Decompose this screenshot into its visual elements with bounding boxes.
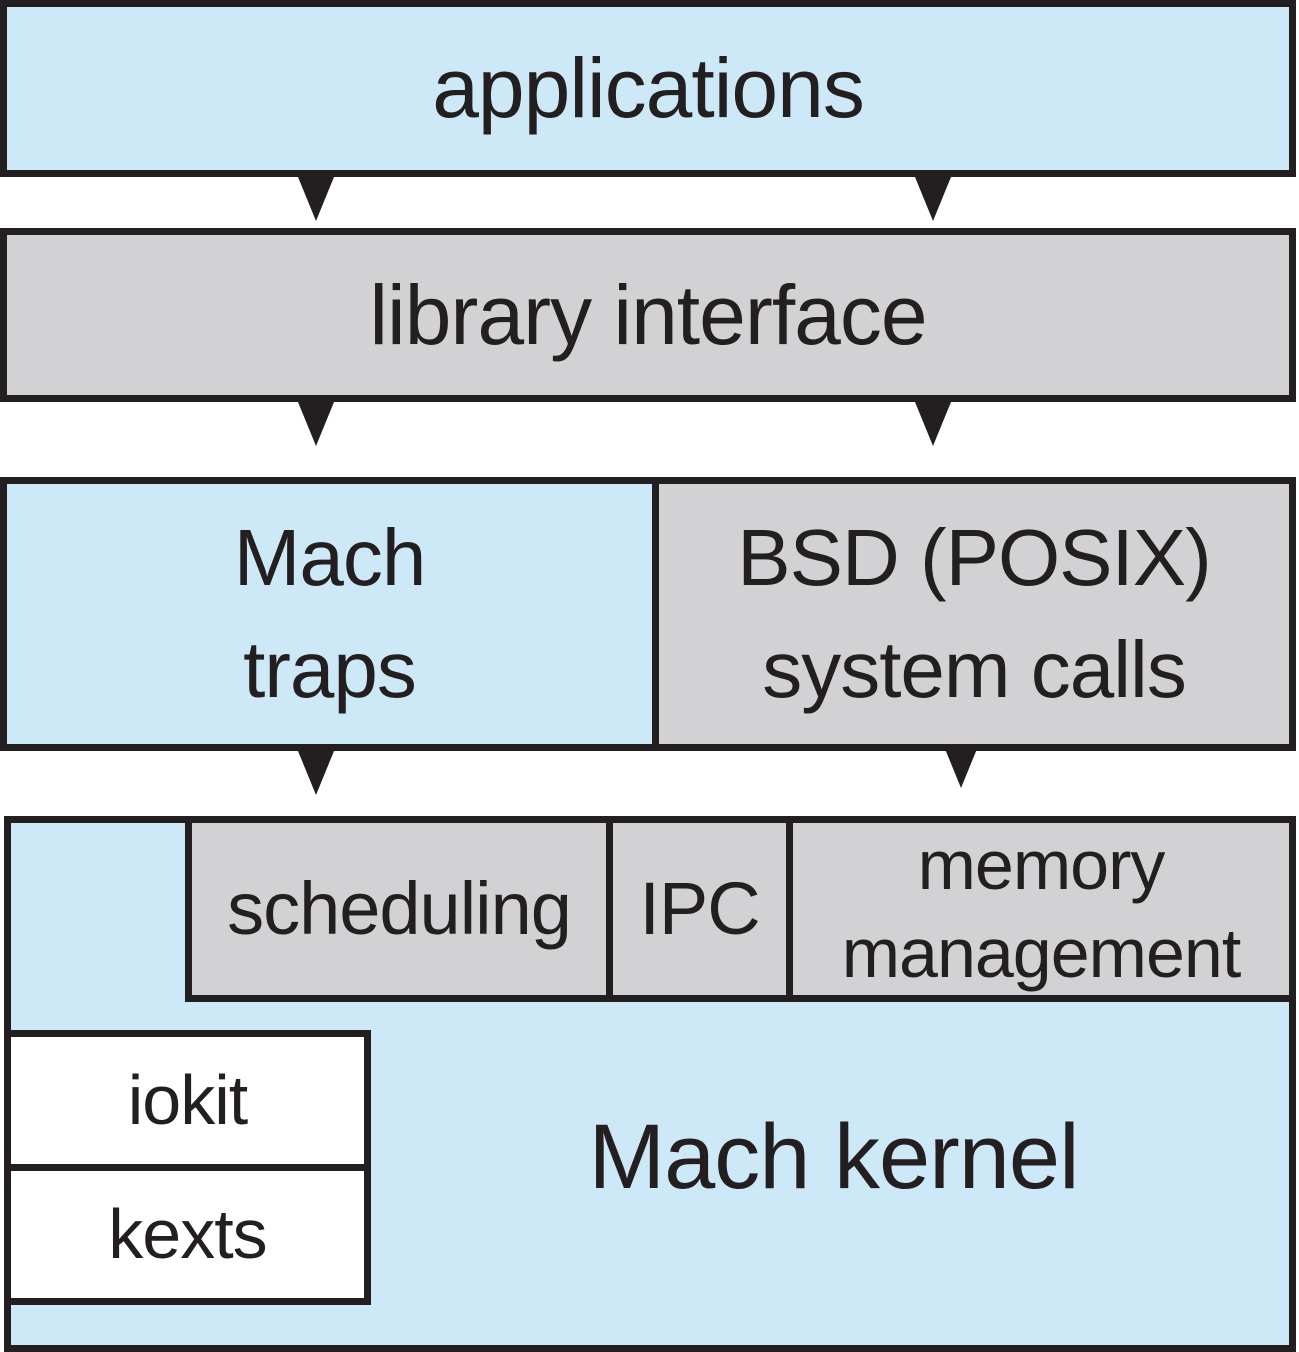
scheduling-box: scheduling [185, 816, 613, 1002]
arrow-mach-traps-to-kernel [298, 751, 334, 822]
down-arrowhead-icon [298, 402, 334, 490]
mach-traps-box: Mach traps [0, 477, 659, 751]
ipc-box: IPC [606, 816, 793, 1002]
down-arrowhead-icon [298, 177, 334, 265]
memory-management-label-line2: management [841, 914, 1242, 992]
memory-management-box: memory management [786, 816, 1296, 1002]
applications-box: applications [0, 0, 1296, 177]
arrow-applications-to-library-right [915, 177, 951, 228]
arrow-library-to-mach-traps [298, 402, 334, 477]
bsd-system-calls-label-line1: BSD (POSIX) [737, 513, 1212, 602]
mach-kernel-label: Mach kernel [588, 1106, 1079, 1208]
down-arrowhead-icon [915, 177, 951, 265]
arrow-library-to-bsd [915, 402, 951, 477]
library-interface-label: library interface [369, 267, 927, 362]
bsd-system-calls-box: BSD (POSIX) system calls [652, 477, 1296, 751]
memory-management-label-line1: memory [917, 826, 1166, 904]
down-arrowhead-icon [298, 751, 334, 839]
scheduling-label: scheduling [227, 867, 572, 951]
mach-traps-label-line1: Mach [233, 513, 427, 602]
kexts-box: kexts [4, 1164, 371, 1305]
iokit-box: iokit [4, 1030, 371, 1171]
down-arrowhead-icon [915, 402, 951, 490]
mach-traps-label-line2: traps [243, 625, 417, 714]
library-interface-box: library interface [0, 228, 1296, 402]
ipc-label: IPC [639, 867, 760, 951]
applications-label: applications [432, 41, 865, 136]
bsd-system-calls-label-line2: system calls [762, 625, 1187, 714]
iokit-label: iokit [127, 1061, 248, 1139]
mach-kernel-box: scheduling IPC memory management iokit k… [4, 816, 1296, 1352]
arrow-bsd-to-memory-management [943, 744, 979, 818]
kexts-label: kexts [108, 1195, 267, 1273]
arrow-applications-to-library-left [298, 177, 334, 228]
down-arrowhead-icon [943, 744, 979, 832]
